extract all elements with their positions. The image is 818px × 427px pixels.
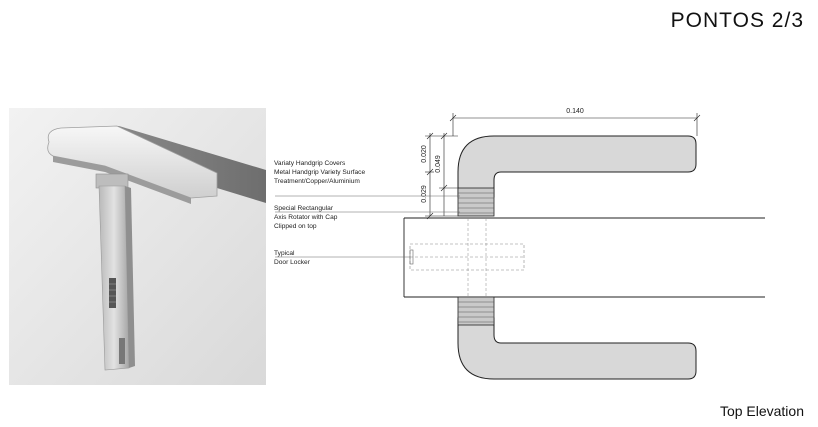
dimension-d3-label: 0.029: [421, 185, 428, 203]
product-photo: [9, 108, 266, 385]
annotation-leaders: [275, 195, 460, 258]
dimension-vertical: 0.020 0.049 0.029: [421, 132, 458, 220]
annotation-rotator-line2: Axis Rotator with Cap: [274, 214, 338, 221]
annotation-rotator-line1: Special Rectangular: [274, 205, 334, 212]
dimension-d2-label: 0.049: [435, 155, 442, 173]
page-title: PONTOS 2/3: [670, 9, 804, 32]
upper-handle: [457, 135, 697, 217]
annotation-covers-line3: Treatment/Copper/Aluminium: [274, 178, 360, 185]
door-locker-outline: [409, 218, 525, 297]
drawing-caption: Top Elevation: [719, 403, 804, 419]
annotation-covers-line2: Metal Handgrip Variety Surface: [274, 169, 365, 176]
dimension-width: 0.140: [449, 108, 701, 136]
dimension-d1-label: 0.020: [421, 145, 428, 163]
annotation-covers-line1: Variaty Handgrip Covers: [274, 160, 346, 167]
dimension-width-label: 0.140: [566, 108, 584, 115]
annotation-locker-line2: Door Locker: [274, 259, 311, 266]
annotation-rotator-line3: Clipped on top: [274, 223, 317, 230]
lower-handle: [457, 296, 697, 380]
annotation-locker-line1: Typical: [274, 250, 295, 257]
door-slab: [403, 217, 765, 298]
handle-render-illustration: [9, 108, 266, 385]
